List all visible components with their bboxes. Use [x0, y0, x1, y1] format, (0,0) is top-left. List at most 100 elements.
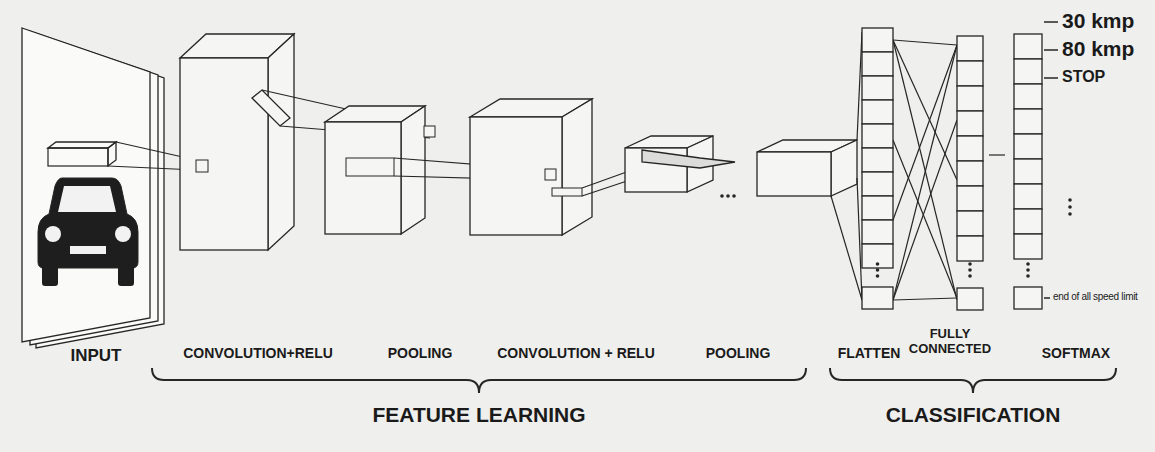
- kernel-window: [552, 188, 582, 196]
- neuron-cell: [957, 211, 983, 236]
- class-name: end of all speed limit: [1053, 291, 1138, 303]
- dot: [876, 268, 880, 272]
- neuron-cell: [957, 61, 983, 86]
- dot: [1026, 268, 1030, 272]
- neuron-cell: [1014, 234, 1042, 259]
- dot: [1068, 212, 1072, 216]
- neuron-cell: [1014, 84, 1042, 109]
- neuron-cell: [862, 100, 893, 124]
- neuron-cell: [1014, 287, 1042, 309]
- receptive-field: [545, 169, 556, 180]
- layer-label: FULLY CONNECTED: [908, 327, 992, 357]
- cuboid-face: [325, 122, 401, 234]
- neuron-cell: [957, 288, 983, 310]
- neuron-cell: [957, 161, 983, 186]
- cuboid-face: [831, 140, 857, 196]
- cuboid-face: [470, 117, 562, 235]
- neuron-cell: [1014, 159, 1042, 184]
- kernel-window: [108, 142, 116, 166]
- dot: [720, 194, 724, 198]
- group-label: FEATURE LEARNING: [372, 403, 585, 427]
- layer-label: POOLING: [388, 345, 453, 361]
- neuron-cell: [862, 124, 893, 148]
- class-name: STOP: [1062, 68, 1105, 86]
- cuboid-face: [180, 58, 268, 250]
- class-name: 30 kmp: [1062, 9, 1134, 33]
- neuron-cell: [957, 186, 983, 211]
- ellipsis-dots: [1068, 198, 1072, 216]
- connector-line: [893, 45, 957, 300]
- car-lamp: [115, 226, 131, 242]
- stage-label: INPUT: [71, 346, 122, 366]
- neuron-cell: [1014, 34, 1042, 59]
- neuron-cell: [862, 244, 893, 268]
- car-window: [58, 186, 116, 212]
- layer-label: FLATTEN: [838, 345, 901, 361]
- cuboid-face: [268, 34, 294, 250]
- layer-label: CONVOLUTION + RELU: [497, 345, 655, 361]
- input-image: [22, 28, 164, 348]
- kernel-window: [346, 158, 394, 176]
- cuboid-face: [562, 99, 592, 235]
- neuron-cell: [862, 76, 893, 100]
- dense-layers: [831, 22, 1058, 310]
- neuron-cell: [1014, 184, 1042, 209]
- final-feature-map: [757, 140, 857, 196]
- neuron-cell: [862, 148, 893, 172]
- dot: [968, 268, 972, 272]
- neuron-cell: [957, 86, 983, 111]
- pooling-feature-map: [325, 106, 425, 234]
- neuron-cell: [862, 220, 893, 244]
- dot: [726, 194, 730, 198]
- dot: [732, 194, 736, 198]
- dot: [968, 262, 972, 266]
- neuron-cell: [957, 136, 983, 161]
- leader-line: [1044, 49, 1058, 51]
- neuron-cell: [1014, 134, 1042, 159]
- connector-line: [857, 178, 862, 300]
- connector-line: [989, 154, 1005, 155]
- connector-line: [893, 40, 957, 45]
- class-name: 80 kmp: [1062, 37, 1134, 61]
- ellipsis-dots: [1026, 262, 1030, 278]
- cuboid-face: [401, 106, 425, 234]
- car-wheel: [42, 264, 58, 286]
- neuron-cell: [1014, 209, 1042, 234]
- group-label: CLASSIFICATION: [886, 403, 1061, 427]
- conv-feature-map: [180, 34, 294, 250]
- dot: [1068, 205, 1072, 209]
- dot: [1026, 274, 1030, 278]
- connector-line: [893, 40, 957, 300]
- neuron-cell: [957, 111, 983, 136]
- connector-line: [893, 45, 957, 220]
- connector-line: [893, 140, 957, 298]
- neuron-cell: [862, 172, 893, 196]
- dot: [876, 274, 880, 278]
- layer-label: SOFTMAX: [1042, 345, 1110, 361]
- receptive-field: [196, 160, 208, 172]
- leader-line: [1044, 77, 1058, 79]
- neuron-cell: [862, 52, 893, 76]
- ellipsis-dots: [720, 194, 736, 198]
- image-plane: [22, 28, 150, 342]
- bracket: [152, 368, 806, 393]
- car-body: [38, 178, 138, 268]
- leader-line: [1044, 297, 1050, 299]
- connector-line: [893, 298, 957, 300]
- receptive-field: [424, 126, 435, 137]
- leader-line: [1044, 21, 1058, 23]
- layer-label: POOLING: [706, 345, 771, 361]
- neuron-cell: [957, 236, 983, 261]
- neuron-cell: [862, 287, 893, 309]
- connector-line: [893, 40, 957, 180]
- car-grille: [70, 246, 106, 254]
- cuboid-face: [757, 152, 831, 196]
- ellipsis-dots: [968, 262, 972, 278]
- neuron-cell: [957, 36, 983, 61]
- dot: [968, 274, 972, 278]
- kernel-window: [48, 142, 116, 148]
- connector-line: [893, 120, 957, 300]
- connector-line: [831, 196, 862, 300]
- layer-label: CONVOLUTION+RELU: [183, 345, 333, 361]
